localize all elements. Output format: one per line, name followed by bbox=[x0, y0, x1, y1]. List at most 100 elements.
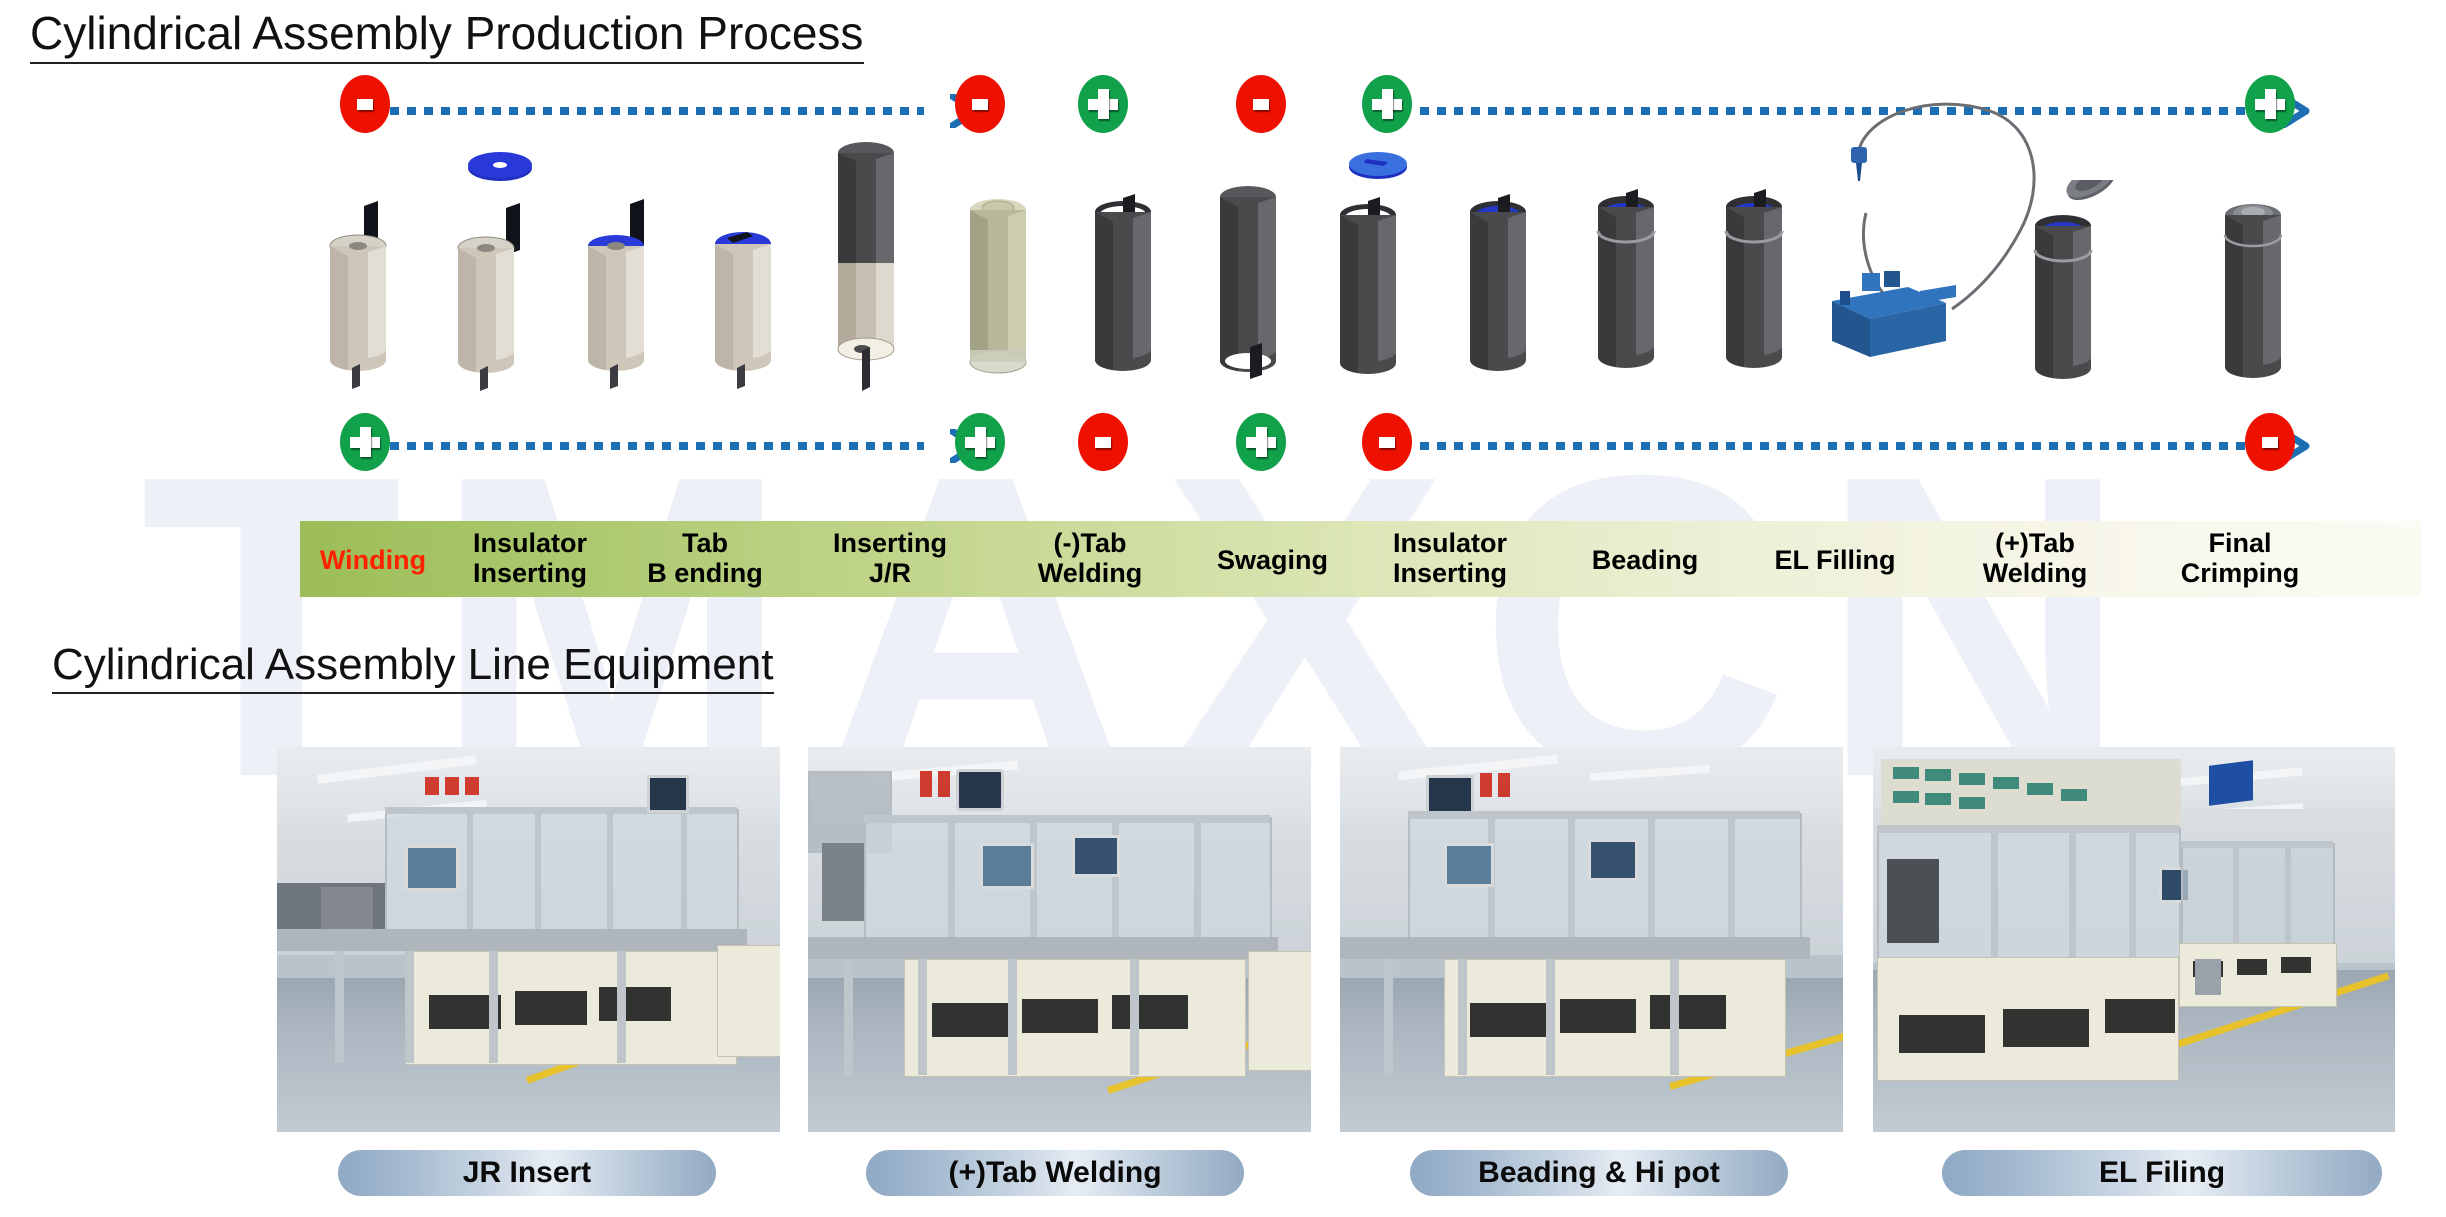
conveyor-rail bbox=[277, 929, 747, 951]
flow-arrow-top-1 bbox=[390, 94, 980, 128]
support-leg bbox=[335, 951, 344, 1063]
cabinet-window bbox=[599, 987, 671, 1021]
panel-module bbox=[1893, 767, 1919, 779]
machine-frame bbox=[1991, 827, 1998, 957]
flow-arrow-bottom-2 bbox=[1420, 429, 2310, 463]
conveyor-rail bbox=[808, 937, 1278, 959]
polarity-badge-bottom-2 bbox=[955, 413, 1005, 471]
machine-enclosure-glass-far bbox=[2181, 843, 2335, 947]
machine-frame bbox=[2129, 827, 2136, 957]
process-label-tab-bending: Tab B ending bbox=[647, 528, 763, 589]
cabinet-window bbox=[1112, 995, 1188, 1029]
cell-step-winding bbox=[320, 190, 430, 395]
machine-frame bbox=[607, 809, 613, 929]
machine-enclosure-glass bbox=[864, 817, 1272, 941]
panel-module bbox=[1959, 797, 1985, 809]
machine-frame bbox=[535, 809, 541, 929]
arrow-dots bbox=[1420, 442, 2254, 450]
el-filling-dispenser bbox=[1770, 95, 2100, 370]
plus-icon bbox=[965, 427, 995, 457]
plus-icon bbox=[1372, 89, 1402, 119]
caption-el-filing[interactable]: EL Filing bbox=[1942, 1150, 2382, 1196]
machine-frame bbox=[864, 815, 1270, 823]
robot-arm bbox=[822, 843, 864, 921]
indicator-lamp bbox=[1480, 773, 1492, 797]
panel-module bbox=[1893, 791, 1919, 803]
plus-icon bbox=[1088, 89, 1118, 119]
process-label-el-filling: EL Filling bbox=[1774, 545, 1896, 575]
support-leg bbox=[405, 951, 414, 1063]
polarity-badge-top-1 bbox=[340, 75, 390, 133]
cell-step-insulator-seated bbox=[1460, 190, 1570, 395]
panel-module bbox=[1959, 773, 1985, 785]
machine-frame bbox=[2181, 841, 2333, 848]
title-underline bbox=[30, 62, 864, 64]
plus-icon bbox=[1246, 427, 1276, 457]
panel-module bbox=[2061, 789, 2087, 801]
cabinet-window bbox=[2105, 999, 2175, 1033]
cabinet-window bbox=[2281, 957, 2311, 973]
cabinet-window bbox=[2003, 1009, 2089, 1047]
indicator-lamp bbox=[1498, 773, 1510, 797]
page-title: Cylindrical Assembly Production Process bbox=[30, 6, 864, 64]
cabinet-window bbox=[1022, 999, 1098, 1033]
cell-step-el-filling bbox=[1716, 185, 1826, 395]
machine-frame bbox=[681, 809, 687, 929]
equipment-photo-beading-hipot bbox=[1340, 747, 1843, 1132]
polarity-badge-top-3 bbox=[1078, 75, 1128, 133]
support-leg bbox=[1458, 959, 1467, 1075]
process-label-pos-tab-welding: (+)Tab Welding bbox=[1982, 528, 2088, 589]
cell-step-tab-bending-a bbox=[578, 190, 688, 395]
caption-tab-welding[interactable]: (+)Tab Welding bbox=[866, 1150, 1244, 1196]
hmi-touch-panel bbox=[980, 843, 1034, 889]
section-title-underline bbox=[52, 692, 774, 694]
cabinet-window bbox=[1560, 999, 1636, 1033]
section-title-equipment: Cylindrical Assembly Line Equipment bbox=[52, 640, 774, 694]
process-label-bar bbox=[300, 521, 2421, 597]
polarity-badge-bottom-6 bbox=[2245, 413, 2295, 471]
minus-icon bbox=[357, 98, 373, 110]
process-label-insulator-inserting-2: Insulator Inserting bbox=[1392, 528, 1507, 589]
hmi-touch-panel bbox=[1072, 835, 1120, 877]
cabinet-window bbox=[515, 991, 587, 1025]
hmi-touch-panel bbox=[1588, 839, 1638, 881]
conveyor-rail bbox=[1340, 937, 1810, 959]
cabinet-window bbox=[1650, 995, 1726, 1029]
indicator-lamp bbox=[445, 777, 459, 795]
cell-step-tab-bending-b bbox=[705, 190, 815, 395]
flow-arrow-bottom-1 bbox=[390, 429, 980, 463]
machine-frame bbox=[1194, 817, 1201, 937]
support-leg bbox=[1008, 959, 1017, 1075]
support-leg bbox=[918, 959, 927, 1075]
machine-frame bbox=[1877, 825, 2179, 833]
machine-frame bbox=[1112, 817, 1119, 937]
caption-jr-insert[interactable]: JR Insert bbox=[338, 1150, 716, 1196]
section-title-text: Cylindrical Assembly Line Equipment bbox=[52, 640, 774, 689]
machine-frame bbox=[1408, 811, 1800, 819]
arrow-dots bbox=[1420, 107, 2254, 115]
plus-icon bbox=[350, 427, 380, 457]
caption-label: Beading & Hi pot bbox=[1478, 1156, 1720, 1189]
support-leg bbox=[1670, 959, 1679, 1075]
stool bbox=[2195, 959, 2221, 995]
arrow-dots bbox=[390, 442, 924, 450]
process-label-insulator-inserting-1: Insulator Inserting bbox=[472, 528, 587, 589]
caption-beading-hipot[interactable]: Beading & Hi pot bbox=[1410, 1150, 1788, 1196]
support-leg bbox=[844, 959, 853, 1075]
indicator-lamp bbox=[465, 777, 479, 795]
machine-cabinet bbox=[1248, 951, 1311, 1071]
caption-label: JR Insert bbox=[462, 1156, 592, 1189]
robot-arm bbox=[1887, 859, 1939, 943]
polarity-badge-bottom-1 bbox=[340, 413, 390, 471]
process-label-swaging: Swaging bbox=[1216, 545, 1328, 575]
cell-step-insulator-inserting-2 bbox=[1330, 145, 1450, 405]
cell-step-neg-tab-welding-dark bbox=[1085, 190, 1195, 395]
cell-step-neg-tab-welding bbox=[960, 190, 1070, 395]
monitor-display bbox=[1426, 775, 1474, 815]
minus-icon bbox=[2262, 436, 2278, 448]
polarity-badge-bottom-5 bbox=[1362, 413, 1412, 471]
arrow-dots bbox=[390, 107, 924, 115]
minus-icon bbox=[1095, 436, 1111, 448]
cell-step-insulator-inserting-1 bbox=[448, 148, 573, 398]
cell-step-beading bbox=[1588, 185, 1698, 395]
